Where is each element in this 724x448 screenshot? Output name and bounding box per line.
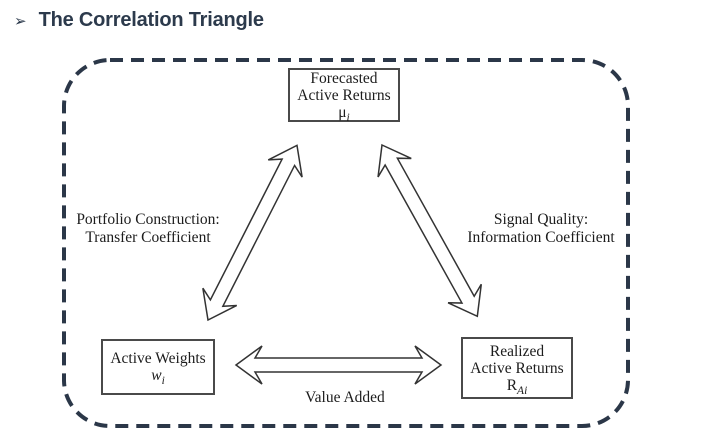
value-added-arrow xyxy=(234,345,443,385)
node-line: Active Returns xyxy=(470,359,564,377)
title-text: The Correlation Triangle xyxy=(38,9,264,31)
edge-label-line: Value Added xyxy=(305,389,385,406)
symbol-base: w xyxy=(151,367,162,384)
edge-label-value-added: Value Added xyxy=(286,389,404,407)
edge-label-line: Portfolio Construction: xyxy=(76,211,220,228)
node-symbol: μi xyxy=(338,103,350,124)
edge-label-line: Signal Quality: xyxy=(493,211,589,228)
symbol-base: μ xyxy=(338,103,347,121)
edge-label-line: Transfer Coefficient xyxy=(85,229,211,246)
edge-label-portfolio-construction: Portfolio Construction: Transfer Coeffic… xyxy=(68,211,228,247)
information-coefficient-arrow xyxy=(377,143,483,318)
edge-label-line: Information Coefficient xyxy=(467,229,615,246)
page-title: ➢ The Correlation Triangle xyxy=(14,9,264,32)
node-symbol: wi xyxy=(151,367,165,388)
node-symbol: RAi xyxy=(506,376,528,397)
node-line: Forecasted xyxy=(310,69,378,87)
dashed-rounded-border xyxy=(62,58,630,428)
node-line: Realized xyxy=(489,342,545,360)
edge-label-signal-quality: Signal Quality: Information Coefficient xyxy=(452,211,630,247)
arrow-bullet-icon: ➢ xyxy=(14,13,27,30)
transfer-coefficient-arrow xyxy=(202,144,303,322)
node-realized-active-returns: Realized Active Returns RAi xyxy=(461,337,573,399)
node-line: Active Returns xyxy=(297,86,391,104)
node-line: Active Weights xyxy=(110,350,206,367)
symbol-subscript: i xyxy=(161,375,165,388)
node-forecasted-active-returns: Forecasted Active Returns μi xyxy=(288,68,400,124)
symbol-subscript: i xyxy=(346,111,350,124)
symbol-base: R xyxy=(506,376,518,394)
symbol-subscript: Ai xyxy=(517,384,528,397)
node-active-weights: Active Weights wi xyxy=(101,339,215,395)
